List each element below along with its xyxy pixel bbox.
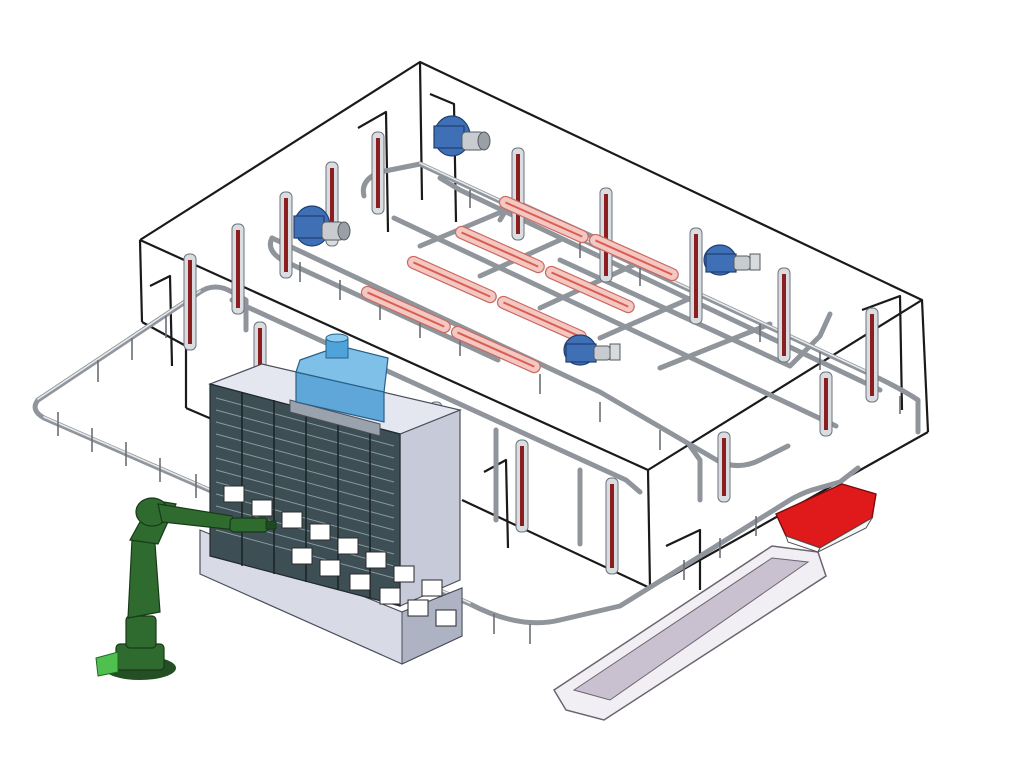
heater-tube — [819, 371, 833, 437]
vertical-heater-tubes — [183, 131, 879, 575]
heater-tube — [231, 223, 245, 315]
infrared-lamp — [454, 225, 545, 274]
carrier-hooks — [57, 190, 901, 644]
heater-tube — [689, 227, 703, 325]
spray-booth — [199, 333, 463, 665]
infrared-lamp — [360, 285, 451, 334]
infrared-lamp — [588, 233, 679, 282]
dip-tank-red — [775, 483, 877, 554]
infrared-lamp — [498, 195, 589, 244]
dip-tank-long — [552, 545, 827, 721]
heater-tube — [777, 267, 791, 363]
infrared-lamp-rows — [360, 195, 679, 374]
fan-icon — [703, 244, 761, 276]
heater-tube — [511, 147, 525, 241]
infrared-lamp — [450, 325, 541, 374]
heater-tube — [371, 131, 385, 215]
fan-icon — [433, 115, 491, 157]
circulation-fans — [293, 115, 761, 366]
infrared-lamp — [406, 255, 497, 304]
heater-tube — [183, 253, 197, 351]
exhaust-hood — [289, 333, 389, 437]
painting-robot — [95, 497, 277, 680]
heater-tube — [605, 477, 619, 575]
heater-tube — [515, 439, 529, 533]
heater-tube — [717, 431, 731, 503]
hanging-workpieces — [223, 485, 457, 627]
heater-tube — [599, 187, 613, 283]
heater-tube — [279, 191, 293, 279]
infrared-lamp — [544, 265, 635, 314]
heater-tube — [865, 307, 879, 403]
fan-icon — [563, 334, 621, 366]
fan-icon — [293, 205, 351, 247]
